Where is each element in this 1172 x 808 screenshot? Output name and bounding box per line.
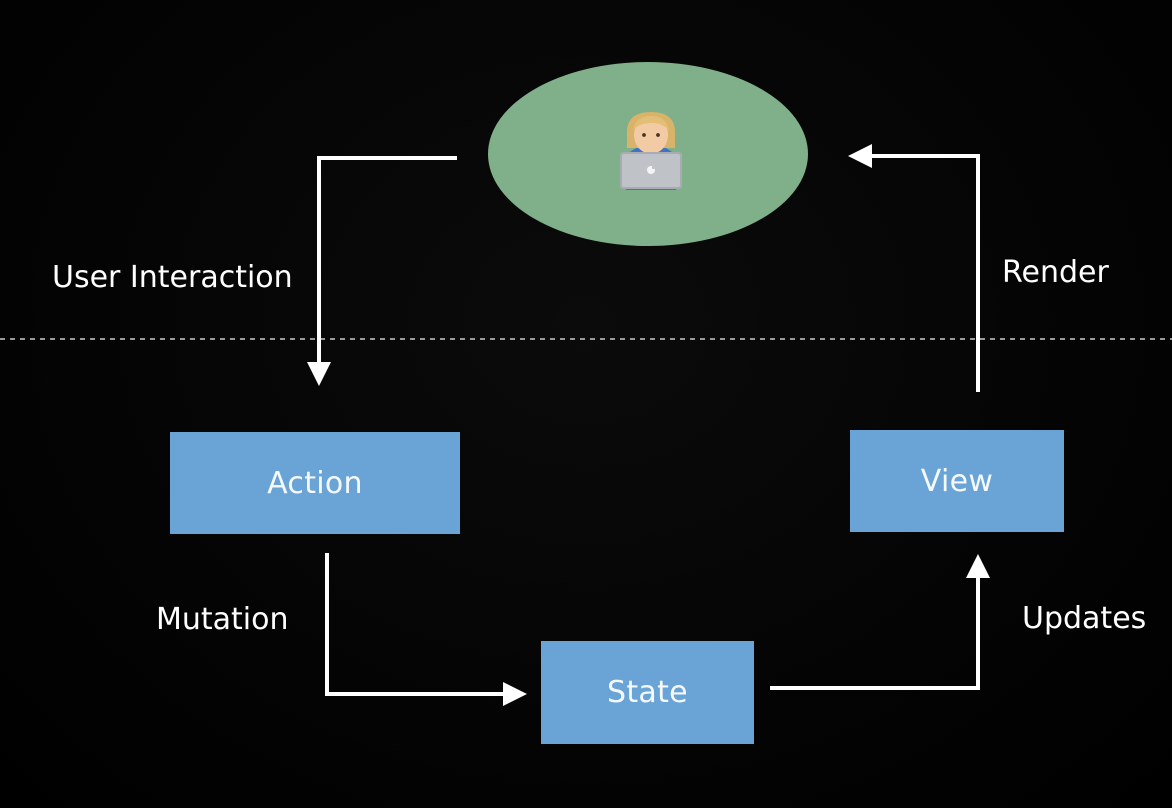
render-label: Render	[1002, 255, 1109, 290]
person-with-laptop-icon	[620, 112, 682, 190]
arrow-mutation	[325, 553, 527, 706]
arrow-updates	[770, 554, 990, 690]
mutation-label: Mutation	[156, 602, 289, 637]
user-interaction-label: User Interaction	[52, 260, 293, 295]
view-node: View	[850, 430, 1064, 532]
action-node: Action	[170, 432, 460, 534]
state-node: State	[541, 641, 754, 744]
updates-label: Updates	[1022, 601, 1147, 636]
action-node-label: Action	[267, 465, 363, 501]
arrow-render	[848, 144, 980, 392]
state-node-label: State	[607, 675, 688, 710]
arrow-user-interaction	[307, 156, 457, 386]
view-node-label: View	[920, 463, 994, 499]
